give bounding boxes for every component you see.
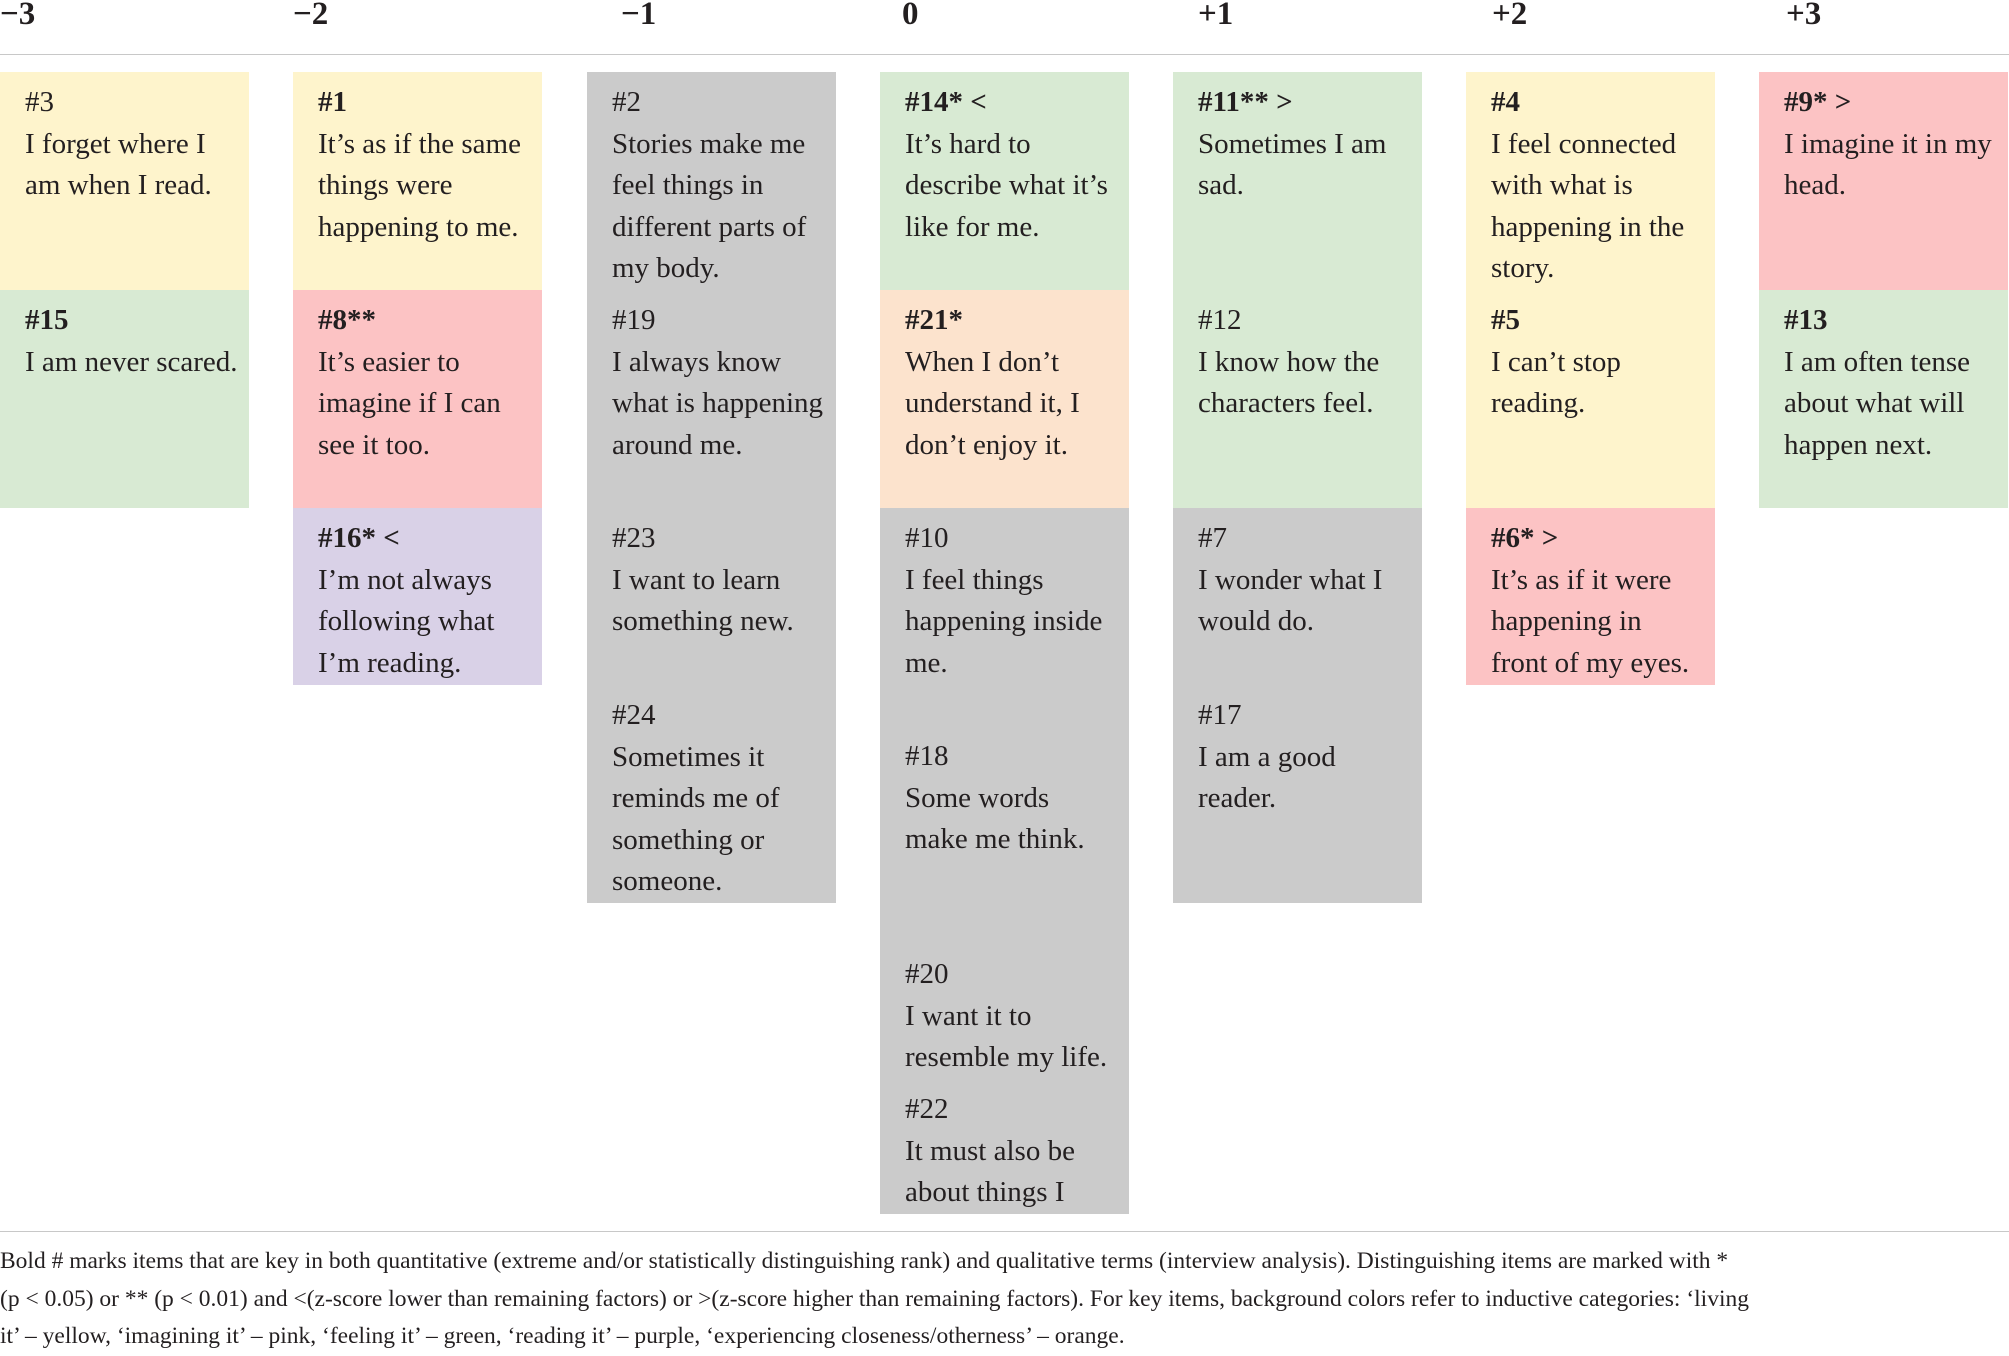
item-number: #1 bbox=[318, 86, 347, 118]
item-statement: It’s hard to describe what it’s like for… bbox=[905, 127, 1108, 243]
item-card: #15 I am never scared. bbox=[0, 290, 249, 508]
item-card: #3 I forget where I am when I read. bbox=[0, 72, 249, 290]
item-card: #16* < I’m not always following what I’m … bbox=[293, 508, 542, 685]
column-header: −2 bbox=[293, 0, 329, 32]
item-number: #17 bbox=[1198, 699, 1242, 731]
item-number: #23 bbox=[612, 522, 656, 554]
item-card: #10 I feel things happening inside me. bbox=[880, 508, 1129, 726]
item-number: #20 bbox=[905, 958, 949, 990]
item-number: #9* > bbox=[1784, 86, 1852, 118]
column-header: +3 bbox=[1786, 0, 1822, 32]
item-number: #13 bbox=[1784, 304, 1828, 336]
column-header: +1 bbox=[1198, 0, 1234, 32]
item-number: #4 bbox=[1491, 86, 1520, 118]
item-number: #3 bbox=[25, 86, 54, 118]
footnote-line-3: it’ – yellow, ‘imagining it’ – pink, ‘fe… bbox=[0, 1323, 1125, 1349]
item-card: #4 I feel connected with what is happenin… bbox=[1466, 72, 1715, 290]
column-header: +2 bbox=[1492, 0, 1528, 32]
item-card: #9* > I imagine it in my head. bbox=[1759, 72, 2008, 290]
item-card: #23 I want to learn something new. bbox=[587, 508, 836, 685]
item-statement: I want to learn something new. bbox=[612, 563, 794, 638]
item-statement: I am often tense about what will happen … bbox=[1784, 345, 1971, 461]
item-number: #22 bbox=[905, 1093, 949, 1125]
item-number: #11** > bbox=[1198, 86, 1293, 118]
item-card: #21* When I don’t understand it, I don’t … bbox=[880, 290, 1129, 508]
item-number: #5 bbox=[1491, 304, 1520, 336]
item-statement: I can’t stop reading. bbox=[1491, 345, 1621, 420]
column-header: −1 bbox=[621, 0, 657, 32]
item-statement: I want it to resemble my life. bbox=[905, 999, 1108, 1074]
item-statement: I always know what is happening around m… bbox=[612, 345, 824, 461]
item-number: #12 bbox=[1198, 304, 1242, 336]
item-card: #5 I can’t stop reading. bbox=[1466, 290, 1715, 508]
item-number: #19 bbox=[612, 304, 656, 336]
top-rule bbox=[0, 54, 2009, 55]
item-statement: I forget where I am when I read. bbox=[25, 127, 212, 202]
item-statement: I feel things happening inside me. bbox=[905, 563, 1103, 679]
item-statement: Sometimes it reminds me of something or … bbox=[612, 740, 780, 898]
item-number: #18 bbox=[905, 740, 949, 772]
footnote-line-1: Bold # marks items that are key in both … bbox=[0, 1248, 1729, 1274]
item-number: #6* > bbox=[1491, 522, 1559, 554]
item-number: #24 bbox=[612, 699, 656, 731]
item-statement: Some words make me think. bbox=[905, 781, 1085, 856]
column-header: 0 bbox=[902, 0, 919, 32]
item-card: #8** It’s easier to imagine if I can see … bbox=[293, 290, 542, 508]
item-card: #12 I know how the characters feel. bbox=[1173, 290, 1422, 508]
item-statement: I feel connected with what is happening … bbox=[1491, 127, 1685, 285]
column-header: −3 bbox=[0, 0, 36, 32]
item-statement: I am a good reader. bbox=[1198, 740, 1336, 815]
item-card: #14* < It’s hard to describe what it’s li… bbox=[880, 72, 1129, 290]
bottom-rule bbox=[0, 1231, 2009, 1232]
item-statement: I wonder what I would do. bbox=[1198, 563, 1383, 638]
item-statement: I imagine it in my head. bbox=[1784, 127, 1992, 202]
item-card: #17 I am a good reader. bbox=[1173, 685, 1422, 903]
item-card: #19 I always know what is happening aroun… bbox=[587, 290, 836, 508]
item-number: #16* < bbox=[318, 522, 400, 554]
item-statement: It’s as if the same things were happenin… bbox=[318, 127, 521, 243]
item-statement: I’m not always following what I’m readin… bbox=[318, 563, 495, 679]
table-footnote: Bold # marks items that are key in both … bbox=[0, 1243, 2009, 1356]
item-card: #6* > It’s as if it were happening in fro… bbox=[1466, 508, 1715, 685]
item-statement: It must also be about things I like. bbox=[905, 1134, 1075, 1209]
item-number: #14* < bbox=[905, 86, 987, 118]
item-statement: Stories make me feel things in different… bbox=[612, 127, 807, 285]
item-number: #15 bbox=[25, 304, 69, 336]
item-card: #20 I want it to resemble my life. bbox=[880, 944, 1129, 1079]
footnote-line-2: (p < 0.05) or ** (p < 0.01) and <(z-scor… bbox=[0, 1285, 1749, 1312]
item-card: #13 I am often tense about what will happ… bbox=[1759, 290, 2008, 508]
item-statement: Sometimes I am sad. bbox=[1198, 127, 1387, 202]
item-number: #21* bbox=[905, 304, 963, 336]
item-statement: When I don’t understand it, I don’t enjo… bbox=[905, 345, 1080, 461]
item-statement: It’s easier to imagine if I can see it t… bbox=[318, 345, 501, 461]
item-number: #8** bbox=[318, 304, 376, 336]
item-number: #7 bbox=[1198, 522, 1227, 554]
item-card: #7 I wonder what I would do. bbox=[1173, 508, 1422, 685]
item-statement: I am never scared. bbox=[25, 345, 238, 378]
item-card: #22 It must also be about things I like. bbox=[880, 1079, 1129, 1214]
item-number: #2 bbox=[612, 86, 641, 118]
item-number: #10 bbox=[905, 522, 949, 554]
item-statement: It’s as if it were happening in front of… bbox=[1491, 563, 1690, 679]
item-statement: I know how the characters feel. bbox=[1198, 345, 1380, 420]
item-card: #11** > Sometimes I am sad. bbox=[1173, 72, 1422, 290]
